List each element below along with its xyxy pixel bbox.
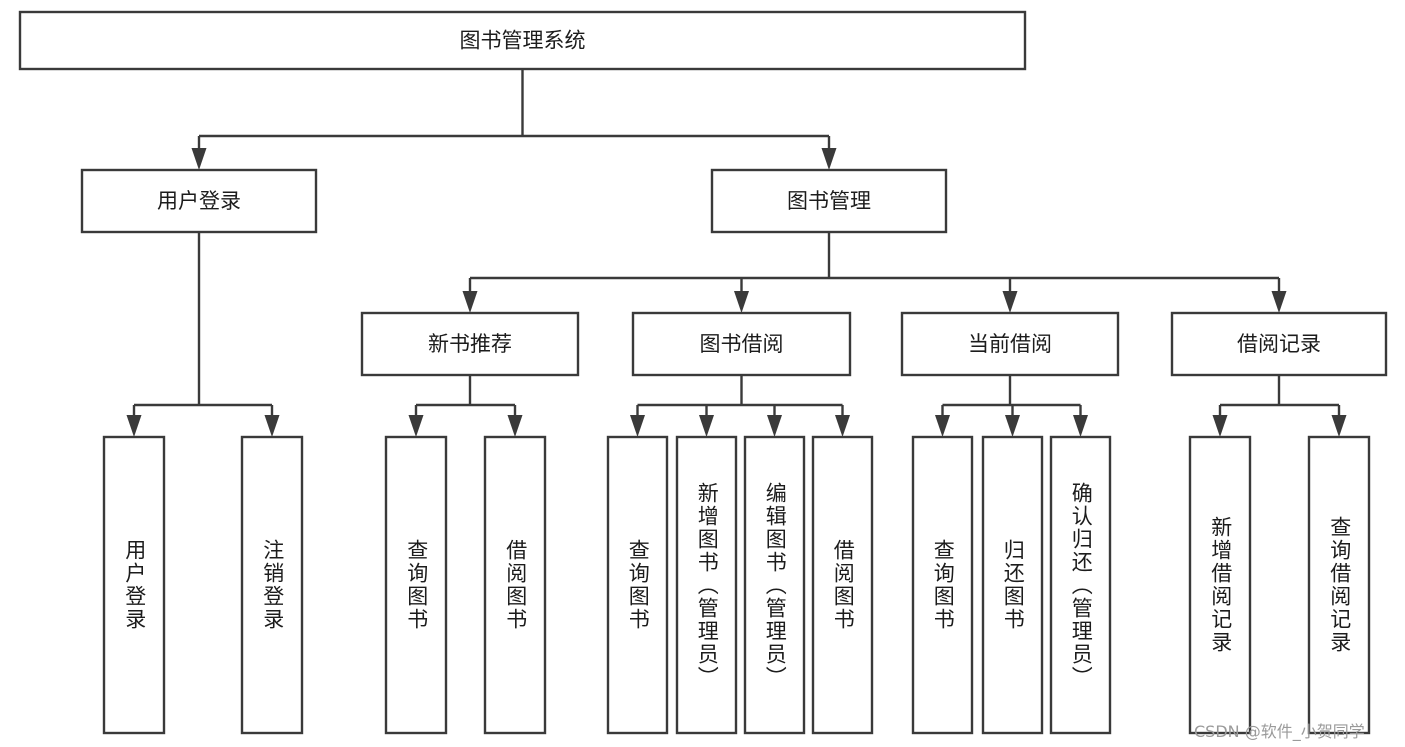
leaf-arrow-5-arrowhead xyxy=(699,415,714,437)
leaf-arrow-11-arrowhead xyxy=(1212,415,1228,437)
node-leaf-10-确认归还管理员[interactable] xyxy=(1049,435,1112,735)
leaf-arrow-9-arrowhead xyxy=(1005,415,1020,437)
node-l3-图书借阅-label: 图书借阅 xyxy=(700,332,784,356)
root-to-l2-1-arrowhead xyxy=(821,148,837,170)
node-l3-新书推荐[interactable] xyxy=(360,311,580,377)
leaf-arrow-6-arrowhead xyxy=(767,415,782,437)
node-l3-当前借阅[interactable] xyxy=(900,311,1120,377)
node-leaf-2-查询图书[interactable] xyxy=(384,435,448,735)
node-l2-用户登录[interactable] xyxy=(80,168,318,234)
node-l2-用户登录-label: 用户登录 xyxy=(157,189,241,213)
leaf-arrow-7-arrowhead xyxy=(835,415,850,437)
leaf-arrow-4-arrowhead xyxy=(630,415,645,437)
node-leaf-9-归还图书[interactable] xyxy=(981,435,1044,735)
leaf-arrow-12-arrowhead xyxy=(1331,415,1347,437)
node-l3-新书推荐-label: 新书推荐 xyxy=(428,332,512,356)
root-to-l2-0-arrowhead xyxy=(191,148,207,170)
node-l3-当前借阅-label: 当前借阅 xyxy=(968,332,1052,356)
l2-to-l3-3-arrowhead xyxy=(1271,291,1287,313)
boxes-layer xyxy=(18,10,1388,735)
node-root-图书管理系统[interactable] xyxy=(18,10,1027,71)
leaf-arrow-3-arrowhead xyxy=(507,415,523,437)
node-l3-图书借阅[interactable] xyxy=(631,311,852,377)
l2-to-l3-0-arrowhead xyxy=(462,291,478,313)
csdn-watermark: CSDN @软件_小贺同学 xyxy=(1194,722,1365,741)
node-leaf-0-用户登录[interactable] xyxy=(102,435,166,735)
node-l3-借阅记录[interactable] xyxy=(1170,311,1388,377)
node-leaf-6-编辑图书管理员[interactable] xyxy=(743,435,806,735)
leaf-arrow-1-arrowhead xyxy=(264,415,280,437)
node-l3-借阅记录-label: 借阅记录 xyxy=(1237,332,1321,356)
leaf-arrow-2-arrowhead xyxy=(408,415,424,437)
node-leaf-3-借阅图书[interactable] xyxy=(483,435,547,735)
node-root-图书管理系统-label: 图书管理系统 xyxy=(460,29,586,53)
node-leaf-7-借阅图书[interactable] xyxy=(811,435,874,735)
leaf-arrow-10-arrowhead xyxy=(1073,415,1088,437)
node-leaf-12-查询借阅记录[interactable] xyxy=(1307,435,1371,735)
l2-to-l3-1-arrowhead xyxy=(734,291,749,313)
connectors-layer xyxy=(126,69,1347,437)
node-leaf-5-新增图书管理员[interactable] xyxy=(675,435,738,735)
node-leaf-11-新增借阅记录[interactable] xyxy=(1188,435,1252,735)
node-l2-图书管理[interactable] xyxy=(710,168,948,234)
node-l2-图书管理-label: 图书管理 xyxy=(787,189,871,213)
leaf-arrow-0-arrowhead xyxy=(126,415,142,437)
node-leaf-8-查询图书[interactable] xyxy=(911,435,974,735)
node-leaf-4-查询图书[interactable] xyxy=(606,435,669,735)
node-leaf-1-注销登录[interactable] xyxy=(240,435,304,735)
leaf-arrow-8-arrowhead xyxy=(935,415,950,437)
l2-to-l3-2-arrowhead xyxy=(1002,291,1018,313)
